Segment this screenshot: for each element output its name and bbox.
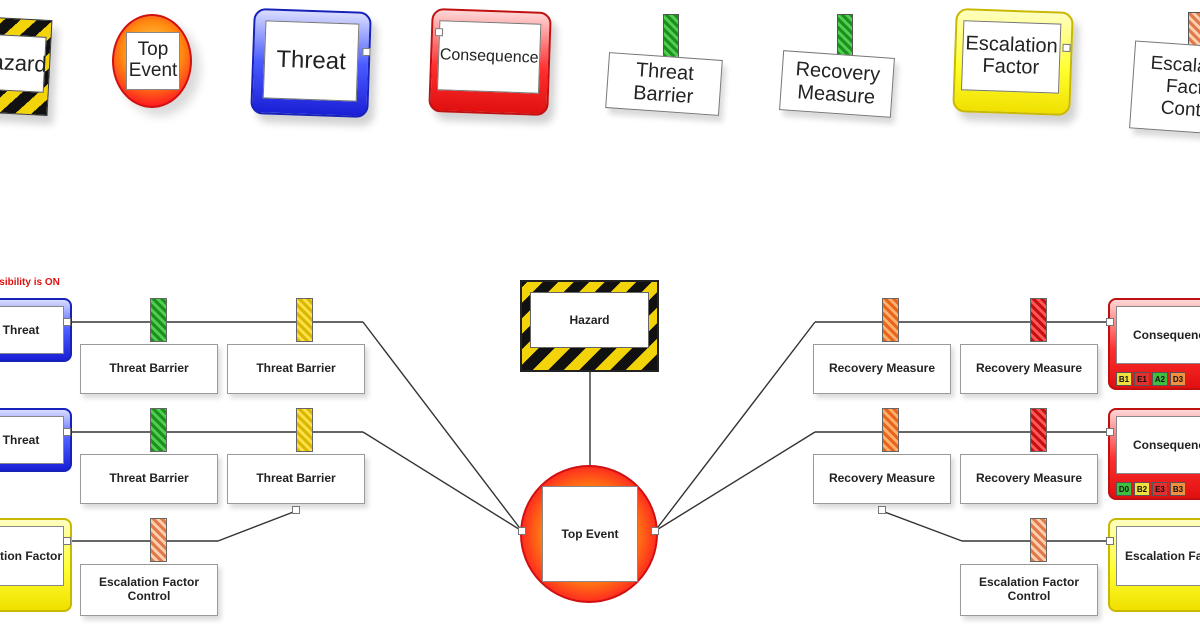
threat-barrier-1[interactable]: Threat Barrier	[80, 344, 218, 394]
risk-badge: D0	[1116, 482, 1132, 496]
barrier-clip-3	[150, 408, 167, 452]
risk-badge: E1	[1134, 372, 1150, 386]
consequence-node-2-label: Consequence	[1116, 416, 1200, 474]
hazard-label: Hazard	[530, 292, 649, 348]
risk-badge: D3	[1170, 372, 1186, 386]
consequence-node-1[interactable]: Consequence B1 E1 A2 D3	[1108, 298, 1200, 390]
escalation-factor-control-left[interactable]: Escalation Factor Control	[80, 564, 218, 616]
barrier-clip-1	[150, 298, 167, 342]
recovery-measure-2[interactable]: Recovery Measure	[960, 344, 1098, 394]
threat-node-2-label: Threat	[0, 416, 64, 464]
threat-2-handle[interactable]	[63, 428, 71, 436]
threat-node-1[interactable]: Threat	[0, 298, 72, 362]
risk-badge: B2	[1134, 482, 1150, 496]
consequence-1-handle[interactable]	[1106, 318, 1114, 326]
recovery-clip-2	[1030, 298, 1047, 342]
escalation-factor-control-right[interactable]: Escalation Factor Control	[960, 564, 1098, 616]
top-event-left-handle[interactable]	[518, 527, 526, 535]
risk-badge: B3	[1170, 482, 1186, 496]
risk-badge: B1	[1116, 372, 1132, 386]
legend-top-event: Top Event	[112, 14, 192, 108]
top-event-right-handle[interactable]	[651, 527, 659, 535]
threat-node-2[interactable]: Threat	[0, 408, 72, 472]
barrier-clip-4	[296, 408, 313, 452]
legend-top-event-label: Top Event	[126, 32, 180, 90]
recovery-clip-3	[882, 408, 899, 452]
risk-badge: E3	[1152, 482, 1168, 496]
efc-clip-left	[150, 518, 167, 562]
visibility-note: Visibility is ON	[0, 277, 60, 288]
consequence-node-1-label: Consequence	[1116, 306, 1200, 364]
threat-node-1-label: Threat	[0, 306, 64, 354]
escalation-factor-node-right[interactable]: Escalation Factor	[1108, 518, 1200, 612]
escalation-factor-left-handle[interactable]	[63, 537, 71, 545]
consequence-2-handle[interactable]	[1106, 428, 1114, 436]
barrier-clip-2	[296, 298, 313, 342]
escalation-factor-left-label: Escalation Factor	[0, 526, 64, 586]
hazard-node[interactable]: Hazard	[520, 280, 659, 372]
threat-barrier-4-handle[interactable]	[292, 506, 300, 514]
escalation-factor-right-label: Escalation Factor	[1116, 526, 1200, 586]
recovery-measure-4[interactable]: Recovery Measure	[960, 454, 1098, 504]
recovery-clip-1	[882, 298, 899, 342]
escalation-factor-right-handle[interactable]	[1106, 537, 1114, 545]
consequence-node-2[interactable]: Consequence D0 B2 E3 B3	[1108, 408, 1200, 500]
threat-1-handle[interactable]	[63, 318, 71, 326]
recovery-measure-1[interactable]: Recovery Measure	[813, 344, 951, 394]
recovery-clip-4	[1030, 408, 1047, 452]
threat-barrier-3[interactable]: Threat Barrier	[80, 454, 218, 504]
escalation-factor-node-left[interactable]: Escalation Factor	[0, 518, 72, 612]
efc-clip-right	[1030, 518, 1047, 562]
threat-barrier-2[interactable]: Threat Barrier	[227, 344, 365, 394]
risk-badge: A2	[1152, 372, 1168, 386]
top-event-node[interactable]: Top Event	[520, 465, 658, 603]
recovery-measure-3[interactable]: Recovery Measure	[813, 454, 951, 504]
top-event-label: Top Event	[542, 486, 638, 582]
threat-barrier-4[interactable]: Threat Barrier	[227, 454, 365, 504]
recovery-measure-3-handle[interactable]	[878, 506, 886, 514]
